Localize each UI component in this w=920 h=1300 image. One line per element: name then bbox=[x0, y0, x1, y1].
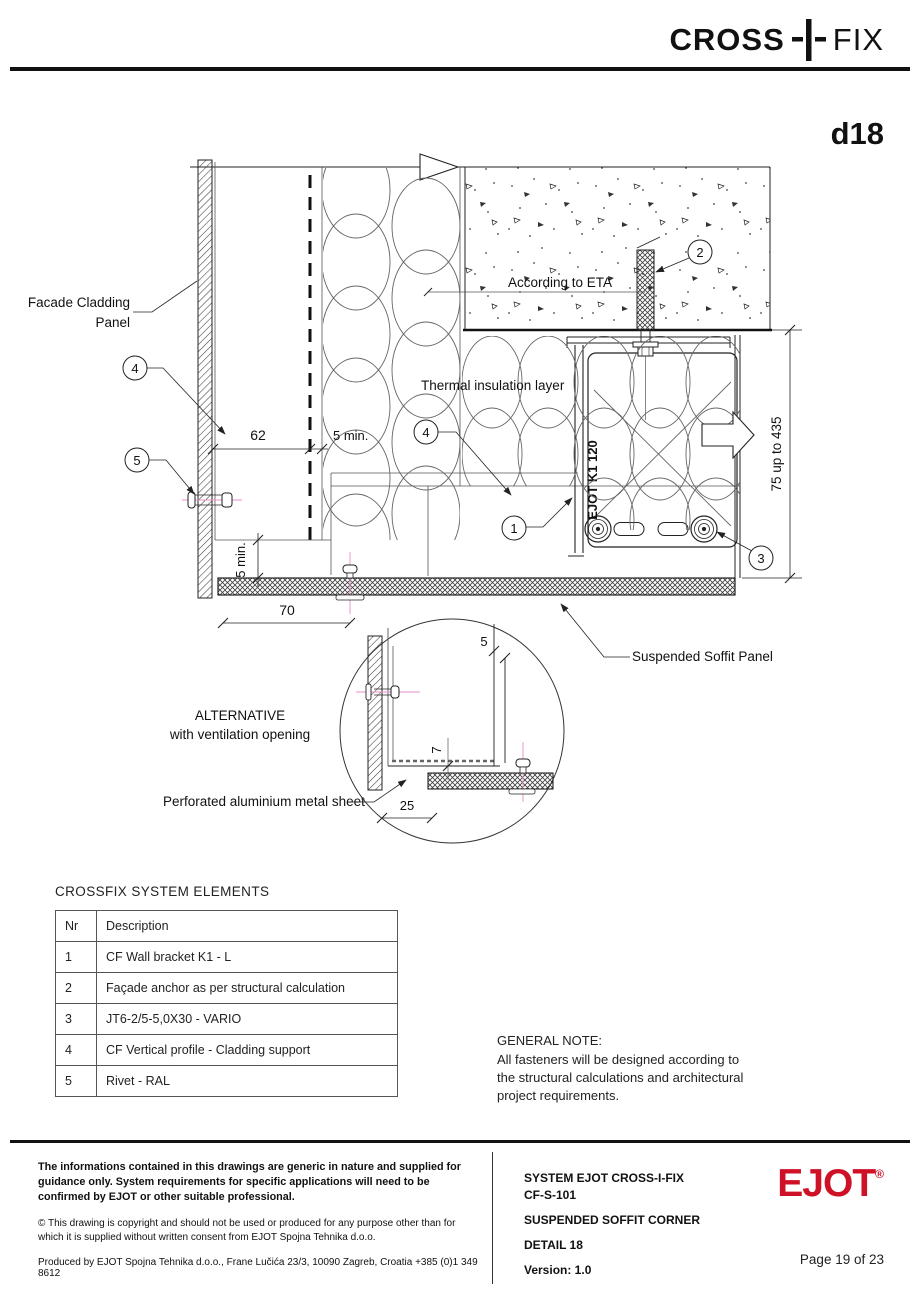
general-note: GENERAL NOTE: All fasteners will be desi… bbox=[497, 1032, 747, 1105]
label-thermal-insulation: Thermal insulation layer bbox=[421, 378, 565, 393]
detail-rivet-bottom bbox=[508, 742, 536, 802]
bracket-screw bbox=[690, 515, 718, 543]
label-alternative-1: ALTERNATIVE bbox=[195, 708, 285, 723]
detail-circle-alternative bbox=[339, 618, 565, 844]
cell-nr: 5 bbox=[55, 1065, 97, 1097]
dim-gap-min: 5 min. bbox=[333, 428, 368, 443]
suspended-soffit-panel bbox=[217, 577, 736, 596]
svg-text:4: 4 bbox=[131, 361, 138, 376]
bracket-screw bbox=[584, 515, 612, 543]
registered-mark: ® bbox=[875, 1167, 884, 1181]
callout-2: 2 bbox=[687, 239, 713, 265]
col-header-description: Description bbox=[96, 910, 398, 942]
label-facade-panel-1: Facade Cladding bbox=[28, 295, 130, 310]
dim-cavity: 62 bbox=[250, 427, 266, 443]
dim-detail-sheet: 7 bbox=[429, 746, 444, 753]
label-alternative-2: with ventilation opening bbox=[169, 727, 310, 742]
soffit-rivet bbox=[335, 552, 365, 614]
cell-nr: 2 bbox=[55, 972, 97, 1004]
cell-description: Façade anchor as per structural calculat… bbox=[96, 972, 398, 1004]
footer-document-block: SYSTEM EJOT CROSS-I-FIX CF-S-101 SUSPEND… bbox=[524, 1170, 700, 1279]
header-rule bbox=[10, 67, 910, 71]
page-number: Page 19 of 23 bbox=[799, 1252, 884, 1267]
cell-description: CF Wall bracket K1 - L bbox=[96, 941, 398, 973]
cross-bar-icon bbox=[791, 19, 826, 61]
dim-detail-top: 5 bbox=[480, 634, 487, 649]
elements-table: Nr Description 1 CF Wall bracket K1 - L … bbox=[55, 910, 398, 1097]
technical-drawing: EJOT K1 120 bbox=[28, 153, 802, 844]
footer-divider bbox=[492, 1152, 493, 1284]
detail-code: d18 bbox=[830, 116, 884, 151]
table-row: 2 Façade anchor as per structural calcul… bbox=[55, 972, 398, 1004]
logo-cross-text: CROSS bbox=[669, 22, 785, 57]
dim-detail-overhang: 25 bbox=[400, 798, 414, 813]
footer-doc-title: SUSPENDED SOFFIT CORNER bbox=[524, 1213, 701, 1227]
dim-offset: 70 bbox=[279, 602, 295, 618]
callout-4-mid: 4 bbox=[413, 419, 439, 445]
bracket-stamp-label: EJOT K1 120 bbox=[585, 440, 600, 520]
table-row: 4 CF Vertical profile - Cladding support bbox=[55, 1034, 398, 1066]
crossfix-logo: CROSS FIX bbox=[670, 18, 884, 62]
label-according-eta: According to ETA bbox=[508, 275, 612, 290]
section-arrow-icon bbox=[419, 153, 460, 181]
callout-5: 5 bbox=[124, 447, 150, 473]
label-perforated-sheet: Perforated aluminium metal sheet bbox=[163, 794, 365, 809]
bracket-slot bbox=[657, 522, 689, 536]
footer-legal-block: The informations contained in this drawi… bbox=[38, 1160, 482, 1279]
general-note-body: All fasteners will be designed according… bbox=[497, 1052, 744, 1103]
elements-table-title: CROSSFIX SYSTEM ELEMENTS bbox=[55, 884, 270, 899]
callout-4-left: 4 bbox=[122, 355, 148, 381]
footer-disclaimer: The informations contained in this drawi… bbox=[38, 1161, 461, 1203]
logo-fix-text: FIX bbox=[832, 22, 884, 57]
facade-rivet bbox=[182, 491, 242, 509]
footer-version: Version: 1.0 bbox=[524, 1263, 592, 1277]
dimensions bbox=[207, 287, 802, 629]
dim-height-range: 75 up to 435 bbox=[769, 416, 784, 491]
footer-rule bbox=[10, 1140, 910, 1143]
table-row: 1 CF Wall bracket K1 - L bbox=[55, 941, 398, 973]
footer-system-line1: SYSTEM EJOT CROSS-I-FIX bbox=[524, 1171, 685, 1185]
footer-copyright: © This drawing is copyright and should n… bbox=[38, 1218, 456, 1243]
ejot-logo: EJOT® bbox=[777, 1162, 884, 1206]
callout-1: 1 bbox=[501, 515, 527, 541]
label-suspended-soffit: Suspended Soffit Panel bbox=[632, 649, 773, 664]
footer-produced-by: Produced by EJOT Spojna Tehnika d.o.o., … bbox=[38, 1257, 478, 1279]
concrete-slab bbox=[463, 167, 772, 332]
cell-nr: 4 bbox=[55, 1034, 97, 1066]
leader-lines bbox=[133, 257, 753, 803]
detail-rivet-side bbox=[356, 683, 420, 701]
svg-text:2: 2 bbox=[696, 245, 703, 260]
table-row: 5 Rivet - RAL bbox=[55, 1065, 398, 1097]
bracket-slot bbox=[613, 522, 645, 536]
thermal-insulation-horizontal bbox=[462, 336, 740, 530]
cell-description: JT6-2/5-5,0X30 - VARIO bbox=[96, 1003, 398, 1035]
footer-detail-number: DETAIL 18 bbox=[524, 1238, 583, 1252]
general-note-title: GENERAL NOTE: bbox=[497, 1033, 602, 1048]
top-structure-line bbox=[190, 153, 770, 181]
facade-cladding-panel bbox=[197, 159, 216, 599]
callout-3: 3 bbox=[748, 545, 774, 571]
col-header-nr: Nr bbox=[55, 910, 97, 942]
footer-system-line2: CF-S-101 bbox=[524, 1188, 577, 1202]
cell-nr: 1 bbox=[55, 941, 97, 973]
svg-text:5: 5 bbox=[133, 453, 140, 468]
svg-text:3: 3 bbox=[757, 551, 764, 566]
facade-anchor bbox=[632, 236, 661, 420]
thermal-insulation-vertical bbox=[323, 168, 460, 540]
table-header-row: Nr Description bbox=[55, 910, 398, 942]
vertical-profile-lines bbox=[215, 167, 740, 576]
svg-text:4: 4 bbox=[422, 425, 429, 440]
ejot-logo-text: EJOT bbox=[777, 1162, 876, 1205]
dim-joint-min: 5 min. bbox=[233, 542, 248, 577]
cell-description: CF Vertical profile - Cladding support bbox=[96, 1034, 398, 1066]
load-arrow-icon bbox=[701, 410, 755, 460]
svg-text:1: 1 bbox=[510, 521, 517, 536]
label-facade-panel-2: Panel bbox=[95, 315, 130, 330]
cell-nr: 3 bbox=[55, 1003, 97, 1035]
cell-description: Rivet - RAL bbox=[96, 1065, 398, 1097]
table-row: 3 JT6-2/5-5,0X30 - VARIO bbox=[55, 1003, 398, 1035]
